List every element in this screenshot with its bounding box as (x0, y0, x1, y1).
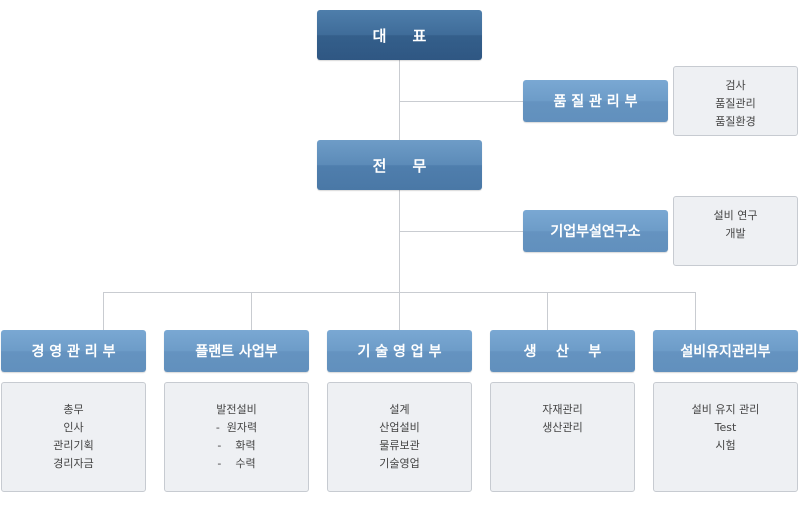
node-dept-tech-sales: 기 술 영 업 부 (327, 330, 472, 372)
duty-item: 설비 유지 관리 (691, 403, 760, 416)
connector-dept-2 (251, 292, 252, 330)
detail-item: 품질관리 (715, 97, 756, 110)
node-quality-management: 품 질 관 리 부 (523, 80, 668, 122)
detail-item: 검사 (725, 79, 746, 92)
duty-item: 관리기획 (53, 439, 94, 452)
node-dept-facility-maintenance: 설비유지관리부 (653, 330, 798, 372)
detail-item: 설비 연구 (713, 209, 758, 222)
duty-item: 총무 (63, 403, 84, 416)
box-dept-plant-duties: 발전설비 - 원자력 - 화력 - 수력 (164, 382, 309, 492)
duty-item: 자재관리 (542, 403, 583, 416)
duty-item: Test (714, 421, 737, 434)
detail-item: 개발 (725, 227, 746, 240)
duty-item: 설계 (389, 403, 410, 416)
node-dept-production: 생 산 부 (490, 330, 635, 372)
connector-dept-4 (547, 292, 548, 330)
duty-item: - 원자력 (215, 421, 258, 434)
box-quality-details: 검사 품질관리 품질환경 (673, 66, 798, 136)
duty-item: 산업설비 (379, 421, 420, 434)
node-executive-director: 전 무 (317, 140, 482, 190)
box-dept-management-duties: 총무 인사 관리기획 경리자금 (1, 382, 146, 492)
connector-research (400, 231, 523, 232)
connector-dept-3 (399, 292, 400, 330)
box-dept-tech-sales-duties: 설계 산업설비 물류보관 기술영업 (327, 382, 472, 492)
duty-item: 경리자금 (53, 457, 94, 470)
duty-item: - 화력 (217, 439, 256, 452)
connector-dept-1 (103, 292, 104, 330)
detail-item: 품질환경 (715, 115, 756, 128)
box-dept-production-duties: 자재관리 생산관리 (490, 382, 635, 492)
node-dept-plant: 플랜트 사업부 (164, 330, 309, 372)
duty-item: - 수력 (217, 457, 256, 470)
duty-item: 생산관리 (542, 421, 583, 434)
duty-item: 시험 (715, 439, 736, 452)
node-ceo: 대 표 (317, 10, 482, 60)
duty-item: 발전설비 (216, 403, 257, 416)
duty-item: 기술영업 (379, 457, 420, 470)
node-dept-management: 경 영 관 리 부 (1, 330, 146, 372)
connector-quality (400, 101, 523, 102)
duty-item: 인사 (63, 421, 84, 434)
box-research-details: 설비 연구 개발 (673, 196, 798, 266)
box-dept-facility-duties: 설비 유지 관리 Test 시험 (653, 382, 798, 492)
connector-dept-5 (695, 292, 696, 330)
node-research-lab: 기업부설연구소 (523, 210, 668, 252)
duty-item: 물류보관 (379, 439, 420, 452)
